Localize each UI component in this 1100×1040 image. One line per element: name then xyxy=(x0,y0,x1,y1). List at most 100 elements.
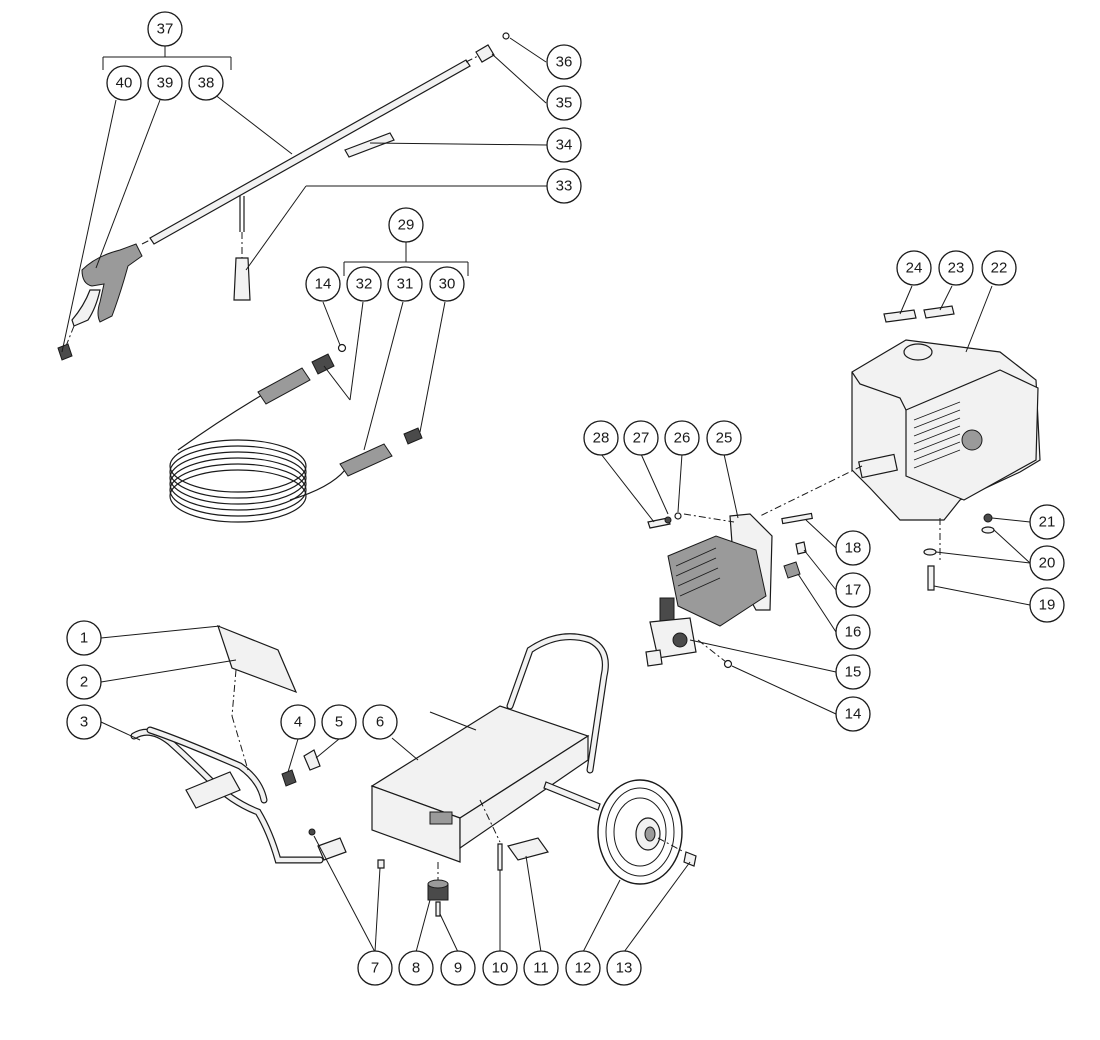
svg-text:26: 26 xyxy=(674,430,691,447)
svg-text:21: 21 xyxy=(1039,514,1056,531)
callout-12[interactable]: 12 xyxy=(565,950,601,986)
callout-30[interactable]: 30 xyxy=(429,266,465,302)
svg-text:19: 19 xyxy=(1039,597,1056,614)
callout-18[interactable]: 18 xyxy=(835,530,871,566)
nozzle-holder xyxy=(233,257,251,301)
svg-text:23: 23 xyxy=(948,260,965,277)
callout-36[interactable]: 36 xyxy=(546,44,582,80)
leader-lines xyxy=(61,37,1031,953)
engine xyxy=(759,305,1041,560)
wand-quick-coupler xyxy=(475,44,495,63)
svg-text:8: 8 xyxy=(412,960,420,977)
unloader-valve xyxy=(659,597,675,623)
callout-13[interactable]: 13 xyxy=(606,950,642,986)
fuel-cap xyxy=(903,343,933,361)
callout-16[interactable]: 16 xyxy=(835,614,871,650)
pressure-pump xyxy=(645,512,813,669)
callout-21[interactable]: 21 xyxy=(1029,504,1065,540)
trigger-gun xyxy=(81,243,143,323)
callout-7[interactable]: 7 xyxy=(357,950,393,986)
callout-27[interactable]: 27 xyxy=(623,420,659,456)
wand-o-ring xyxy=(502,32,510,40)
engine-shaft xyxy=(858,453,898,479)
callout-4[interactable]: 4 xyxy=(280,704,316,740)
callout-40[interactable]: 40 xyxy=(106,65,142,101)
callout-1[interactable]: 1 xyxy=(66,620,102,656)
svg-text:1: 1 xyxy=(80,630,88,647)
callout-3[interactable]: 3 xyxy=(66,704,102,740)
svg-text:14: 14 xyxy=(845,706,862,723)
wand-label-decal xyxy=(344,132,395,158)
svg-text:17: 17 xyxy=(845,582,862,599)
svg-text:20: 20 xyxy=(1039,555,1056,572)
engine-decal-1 xyxy=(883,309,917,323)
callout-14-hose[interactable]: 14 xyxy=(305,266,341,302)
callout-35[interactable]: 35 xyxy=(546,85,582,121)
callout-15[interactable]: 15 xyxy=(835,654,871,690)
callout-38[interactable]: 38 xyxy=(188,65,224,101)
callout-32[interactable]: 32 xyxy=(346,266,382,302)
callout-25[interactable]: 25 xyxy=(706,420,742,456)
spray-wand-assembly xyxy=(57,32,510,361)
cart-frame xyxy=(370,633,697,917)
hose-crimp-fitting-top xyxy=(257,367,311,405)
svg-text:31: 31 xyxy=(397,276,414,293)
svg-text:2: 2 xyxy=(80,674,88,691)
callout-37[interactable]: 37 xyxy=(147,11,183,47)
svg-text:29: 29 xyxy=(398,217,415,234)
hose-crimp-fitting-bottom xyxy=(339,443,393,477)
svg-text:40: 40 xyxy=(116,75,133,92)
svg-text:28: 28 xyxy=(593,430,610,447)
callout-28[interactable]: 28 xyxy=(583,420,619,456)
callout-26[interactable]: 26 xyxy=(664,420,700,456)
callout-14-pump[interactable]: 14 xyxy=(835,696,871,732)
svg-text:34: 34 xyxy=(556,137,573,154)
callout-29[interactable]: 29 xyxy=(388,207,424,243)
svg-text:36: 36 xyxy=(556,54,573,71)
frame-decal xyxy=(507,837,549,861)
callout-11[interactable]: 11 xyxy=(523,950,559,986)
svg-text:15: 15 xyxy=(845,664,862,681)
callout-19[interactable]: 19 xyxy=(1029,587,1065,623)
callout-2[interactable]: 2 xyxy=(66,664,102,700)
callout-5[interactable]: 5 xyxy=(321,704,357,740)
svg-text:7: 7 xyxy=(371,960,379,977)
callout-39[interactable]: 39 xyxy=(147,65,183,101)
svg-text:9: 9 xyxy=(454,960,462,977)
svg-text:24: 24 xyxy=(906,260,923,277)
svg-text:5: 5 xyxy=(335,714,343,731)
svg-text:33: 33 xyxy=(556,178,573,195)
wand-tube xyxy=(149,59,471,245)
callout-10[interactable]: 10 xyxy=(482,950,518,986)
callout-34[interactable]: 34 xyxy=(546,127,582,163)
callout-bubbles: 1 2 3 4 5 6 7 8 9 10 11 12 13 14 14 15 1… xyxy=(66,11,1065,986)
svg-text:11: 11 xyxy=(533,960,549,977)
svg-text:22: 22 xyxy=(991,260,1008,277)
callout-20[interactable]: 20 xyxy=(1029,545,1065,581)
callout-33[interactable]: 33 xyxy=(546,168,582,204)
callout-6[interactable]: 6 xyxy=(362,704,398,740)
svg-text:27: 27 xyxy=(633,430,650,447)
gun-inlet-fitting xyxy=(57,343,73,361)
svg-text:16: 16 xyxy=(845,624,862,641)
svg-text:37: 37 xyxy=(157,21,174,38)
callout-17[interactable]: 17 xyxy=(835,572,871,608)
callout-24[interactable]: 24 xyxy=(896,250,932,286)
svg-text:38: 38 xyxy=(198,75,215,92)
callout-22[interactable]: 22 xyxy=(981,250,1017,286)
svg-text:6: 6 xyxy=(376,714,384,731)
callout-9[interactable]: 9 xyxy=(440,950,476,986)
svg-text:10: 10 xyxy=(492,960,509,977)
svg-text:13: 13 xyxy=(616,960,633,977)
svg-text:25: 25 xyxy=(716,430,733,447)
callout-31[interactable]: 31 xyxy=(387,266,423,302)
svg-text:39: 39 xyxy=(157,75,174,92)
callout-23[interactable]: 23 xyxy=(938,250,974,286)
svg-text:32: 32 xyxy=(356,276,373,293)
svg-text:4: 4 xyxy=(294,714,302,731)
engine-decal-2 xyxy=(923,305,955,319)
handle-decal xyxy=(217,624,298,694)
svg-text:12: 12 xyxy=(575,960,592,977)
callout-8[interactable]: 8 xyxy=(398,950,434,986)
